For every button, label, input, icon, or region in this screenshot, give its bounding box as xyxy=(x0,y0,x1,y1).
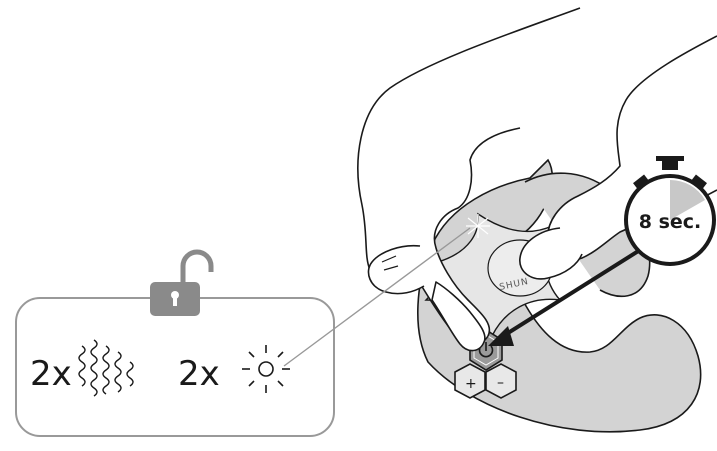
plus-icon: + xyxy=(465,376,477,392)
timer-label: 8 sec. xyxy=(639,211,702,233)
vibration-count-label: 2x xyxy=(30,354,72,394)
plus-button[interactable]: + xyxy=(455,364,485,398)
minus-icon: – xyxy=(497,375,504,391)
minus-button[interactable]: – xyxy=(486,364,516,398)
light-count-label: 2x xyxy=(178,354,220,394)
